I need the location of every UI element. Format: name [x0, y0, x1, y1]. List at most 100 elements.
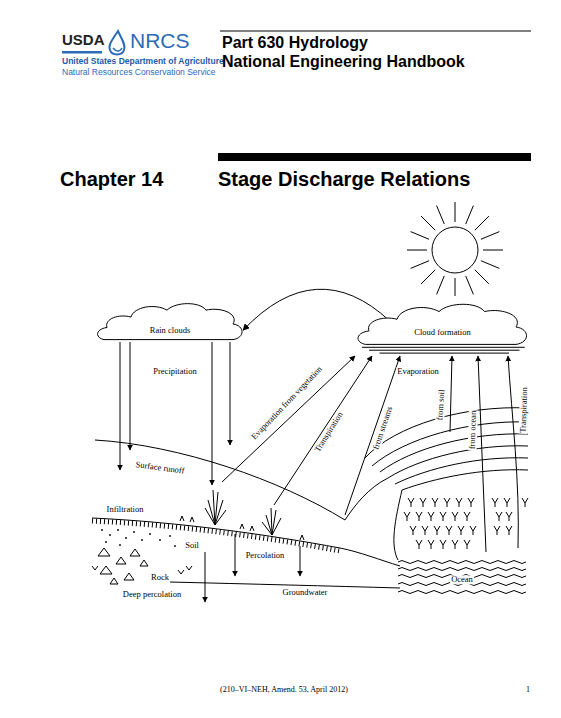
- agency-name: United States Department of Agriculture: [62, 57, 224, 66]
- sun: [437, 276, 445, 295]
- cloud-shape: [358, 304, 526, 344]
- infiltration-dots: [125, 537, 127, 539]
- sun: [455, 202, 456, 222]
- rock-symbols: [124, 573, 134, 580]
- sun: [483, 250, 503, 251]
- percolation-arrows: [235, 534, 236, 576]
- vegetation: [180, 516, 304, 540]
- rock-symbols: [116, 557, 126, 564]
- evaporation-arrows: [222, 356, 518, 552]
- ocean-waves: [398, 568, 526, 571]
- process-label: Transpiration: [519, 386, 530, 434]
- infiltration-dots: [109, 534, 111, 536]
- rock-symbols: [140, 560, 148, 566]
- ground: [92, 440, 400, 588]
- process-label: Transpiration: [312, 409, 345, 454]
- nrcs-logo: [62, 51, 102, 54]
- handbook-part: Part 630 Hydrology: [222, 34, 368, 52]
- connector-arrow: [243, 289, 390, 330]
- cloud-node: Cloud formation: [355, 298, 530, 356]
- evaporation-arrows: [508, 356, 518, 548]
- hills: [372, 422, 528, 466]
- cloud-shape: [362, 347, 525, 348]
- sun: [481, 232, 500, 240]
- rock-symbols: [110, 578, 118, 584]
- sun: [407, 250, 427, 251]
- region-label: Soil: [184, 541, 200, 550]
- vegetation: [180, 490, 304, 540]
- sun: [466, 276, 474, 295]
- agency-name: Natural Resources Conservation Service: [62, 68, 216, 77]
- sun: [466, 206, 474, 225]
- region-label: Groundwater: [282, 588, 329, 597]
- trees: [410, 526, 512, 535]
- region-label: Ocean: [450, 575, 474, 584]
- cloud-shape: [95, 298, 245, 350]
- precipitation-arrows: [212, 342, 213, 485]
- precipitation-arrows: [230, 342, 231, 445]
- sun: [432, 227, 478, 273]
- infiltration-dots: [105, 541, 107, 543]
- handbook-name: National Engineering Handbook: [222, 53, 465, 71]
- process-label: from ocean: [468, 410, 479, 451]
- cloud-shape: [98, 304, 242, 340]
- cloud-node: Rain clouds: [95, 298, 245, 350]
- sun: [475, 216, 489, 230]
- header-rules: [218, 31, 531, 161]
- evaporation-arrows: [222, 356, 355, 482]
- trees: [408, 498, 528, 507]
- precipitation-arrows: [130, 342, 131, 450]
- cloud-shape: [362, 347, 525, 353]
- infiltration-dots: [101, 529, 103, 531]
- hills: [402, 470, 528, 490]
- ocean-waves: [398, 561, 526, 564]
- nrcs-logo: [62, 31, 125, 55]
- evaporation-arrows: [345, 356, 400, 515]
- cloud-shape: [380, 353, 510, 354]
- vegetation: [262, 508, 281, 535]
- header-rules: [218, 153, 531, 161]
- rock-symbols: [178, 570, 184, 574]
- precipitation-arrows: [120, 342, 121, 470]
- sun: [475, 270, 489, 284]
- evaporation-arrows: [274, 356, 372, 505]
- vegetation: [205, 490, 226, 525]
- infiltration-dots: [101, 529, 176, 547]
- trees: [404, 498, 528, 549]
- page-number: 1: [525, 686, 531, 695]
- evaporation-arrows: [450, 356, 452, 432]
- chapter-number: Chapter 14: [60, 168, 163, 190]
- trees: [404, 512, 512, 521]
- infiltration-dots: [159, 539, 161, 541]
- sun: [421, 216, 435, 230]
- infiltration-dots: [133, 531, 135, 533]
- cloud-shape: [355, 298, 530, 356]
- evaporation-arrows: [478, 356, 486, 552]
- sun: [411, 261, 430, 269]
- cloud-label: Rain clouds: [150, 327, 190, 336]
- percolation-arrows: [205, 552, 206, 602]
- logo-text: USDA: [62, 32, 105, 49]
- precipitation-arrows: [120, 342, 230, 485]
- process-label: Surface runoff: [134, 460, 186, 476]
- rock-symbols: [98, 548, 110, 556]
- process-label: Percolation: [245, 551, 286, 560]
- chapter-title: Stage Discharge Relations: [218, 168, 470, 190]
- sun: [421, 270, 435, 284]
- sun: [411, 232, 430, 240]
- region-label: Rock: [150, 573, 170, 582]
- process-label: Evaporation from vegetation: [249, 364, 325, 442]
- hills: [388, 446, 528, 478]
- infiltration-dots: [117, 529, 119, 531]
- ground: [92, 518, 400, 566]
- rock-symbols: [92, 566, 98, 570]
- process-label: Deep percolation: [122, 590, 182, 599]
- hills: [395, 458, 528, 484]
- footer-note: (210–VI–NEH, Amend. 53, April 2012): [219, 686, 349, 695]
- hills: [394, 490, 402, 560]
- nrcs-logo: [109, 31, 124, 55]
- percolation-arrows: [300, 546, 301, 576]
- ground: [345, 478, 388, 520]
- process-label: Precipitation: [152, 367, 197, 376]
